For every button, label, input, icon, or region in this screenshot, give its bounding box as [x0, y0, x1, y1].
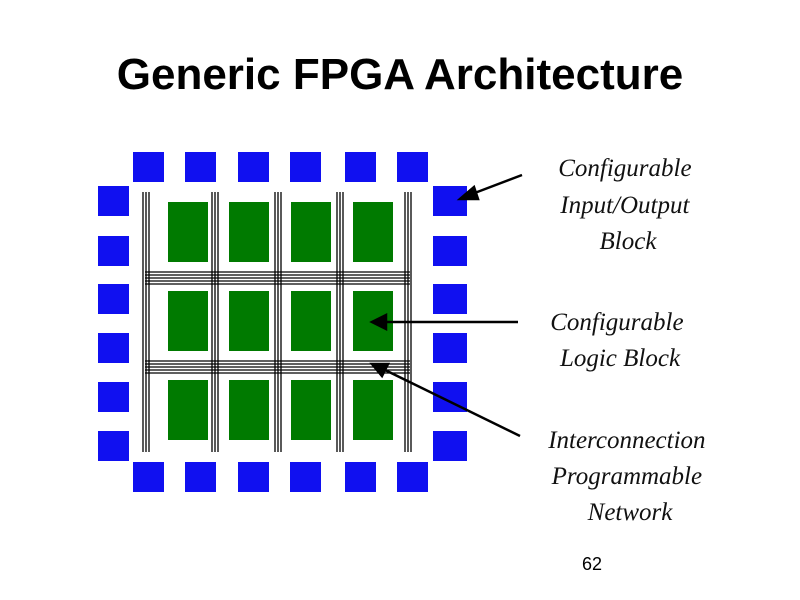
io-block-top-3	[290, 152, 321, 182]
io-block-left-0	[98, 186, 129, 216]
label-interconnect-line-3: Network	[587, 499, 674, 526]
label-logic-line-2: Logic Block	[559, 345, 681, 372]
io-block-right-0	[433, 186, 467, 216]
io-block-bottom-5	[397, 462, 428, 492]
io-block-bottom-0	[133, 462, 164, 492]
label-interconnect-line-2: Programmable	[551, 463, 702, 490]
io-block-ring	[98, 152, 467, 492]
io-block-bottom-2	[238, 462, 269, 492]
logic-block-r1-c1	[229, 291, 269, 351]
arrow-interconnect-head	[369, 362, 391, 379]
io-block-top-4	[345, 152, 376, 182]
logic-block-r2-c3	[353, 380, 393, 440]
io-block-right-1	[433, 236, 467, 266]
arrow-io	[471, 173, 523, 196]
io-block-left-1	[98, 236, 129, 266]
logic-block-r0-c0	[168, 202, 208, 262]
label-interconnect: Interconnection Programmable Network	[547, 427, 712, 526]
io-block-right-5	[433, 431, 467, 461]
label-interconnect-line-1: Interconnection	[547, 427, 705, 454]
label-io-line-2: Input/Output	[559, 192, 690, 219]
logic-block-r2-c2	[291, 380, 331, 440]
label-logic-line-1: Configurable	[550, 309, 683, 336]
callout-arrows	[369, 173, 523, 438]
io-block-left-4	[98, 382, 129, 412]
logic-block-r0-c3	[353, 202, 393, 262]
io-block-right-2	[433, 284, 467, 314]
logic-block-r1-c2	[291, 291, 331, 351]
io-block-right-3	[433, 333, 467, 363]
arrow-logic-head	[369, 312, 388, 332]
logic-block-r2-c0	[168, 380, 208, 440]
io-block-left-3	[98, 333, 129, 363]
arrow-interconnect	[382, 367, 521, 438]
logic-block-r1-c0	[168, 291, 208, 351]
label-io-line-1: Configurable	[558, 155, 691, 182]
io-block-left-2	[98, 284, 129, 314]
io-block-bottom-3	[290, 462, 321, 492]
io-block-top-2	[238, 152, 269, 182]
logic-block-r0-c1	[229, 202, 269, 262]
io-block-top-1	[185, 152, 216, 182]
label-logic-block: Configurable Logic Block	[550, 309, 690, 372]
slide-title: Generic FPGA Architecture	[116, 50, 684, 99]
arrow-io-head	[456, 184, 480, 201]
logic-block-r2-c1	[229, 380, 269, 440]
label-io-line-3: Block	[600, 228, 658, 255]
io-block-bottom-4	[345, 462, 376, 492]
io-block-top-5	[397, 152, 428, 182]
logic-block-r0-c2	[291, 202, 331, 262]
io-block-bottom-1	[185, 462, 216, 492]
io-block-top-0	[133, 152, 164, 182]
io-block-left-5	[98, 431, 129, 461]
page-number: 62	[581, 554, 603, 574]
label-io-block: Configurable Input/Output Block	[558, 155, 698, 255]
